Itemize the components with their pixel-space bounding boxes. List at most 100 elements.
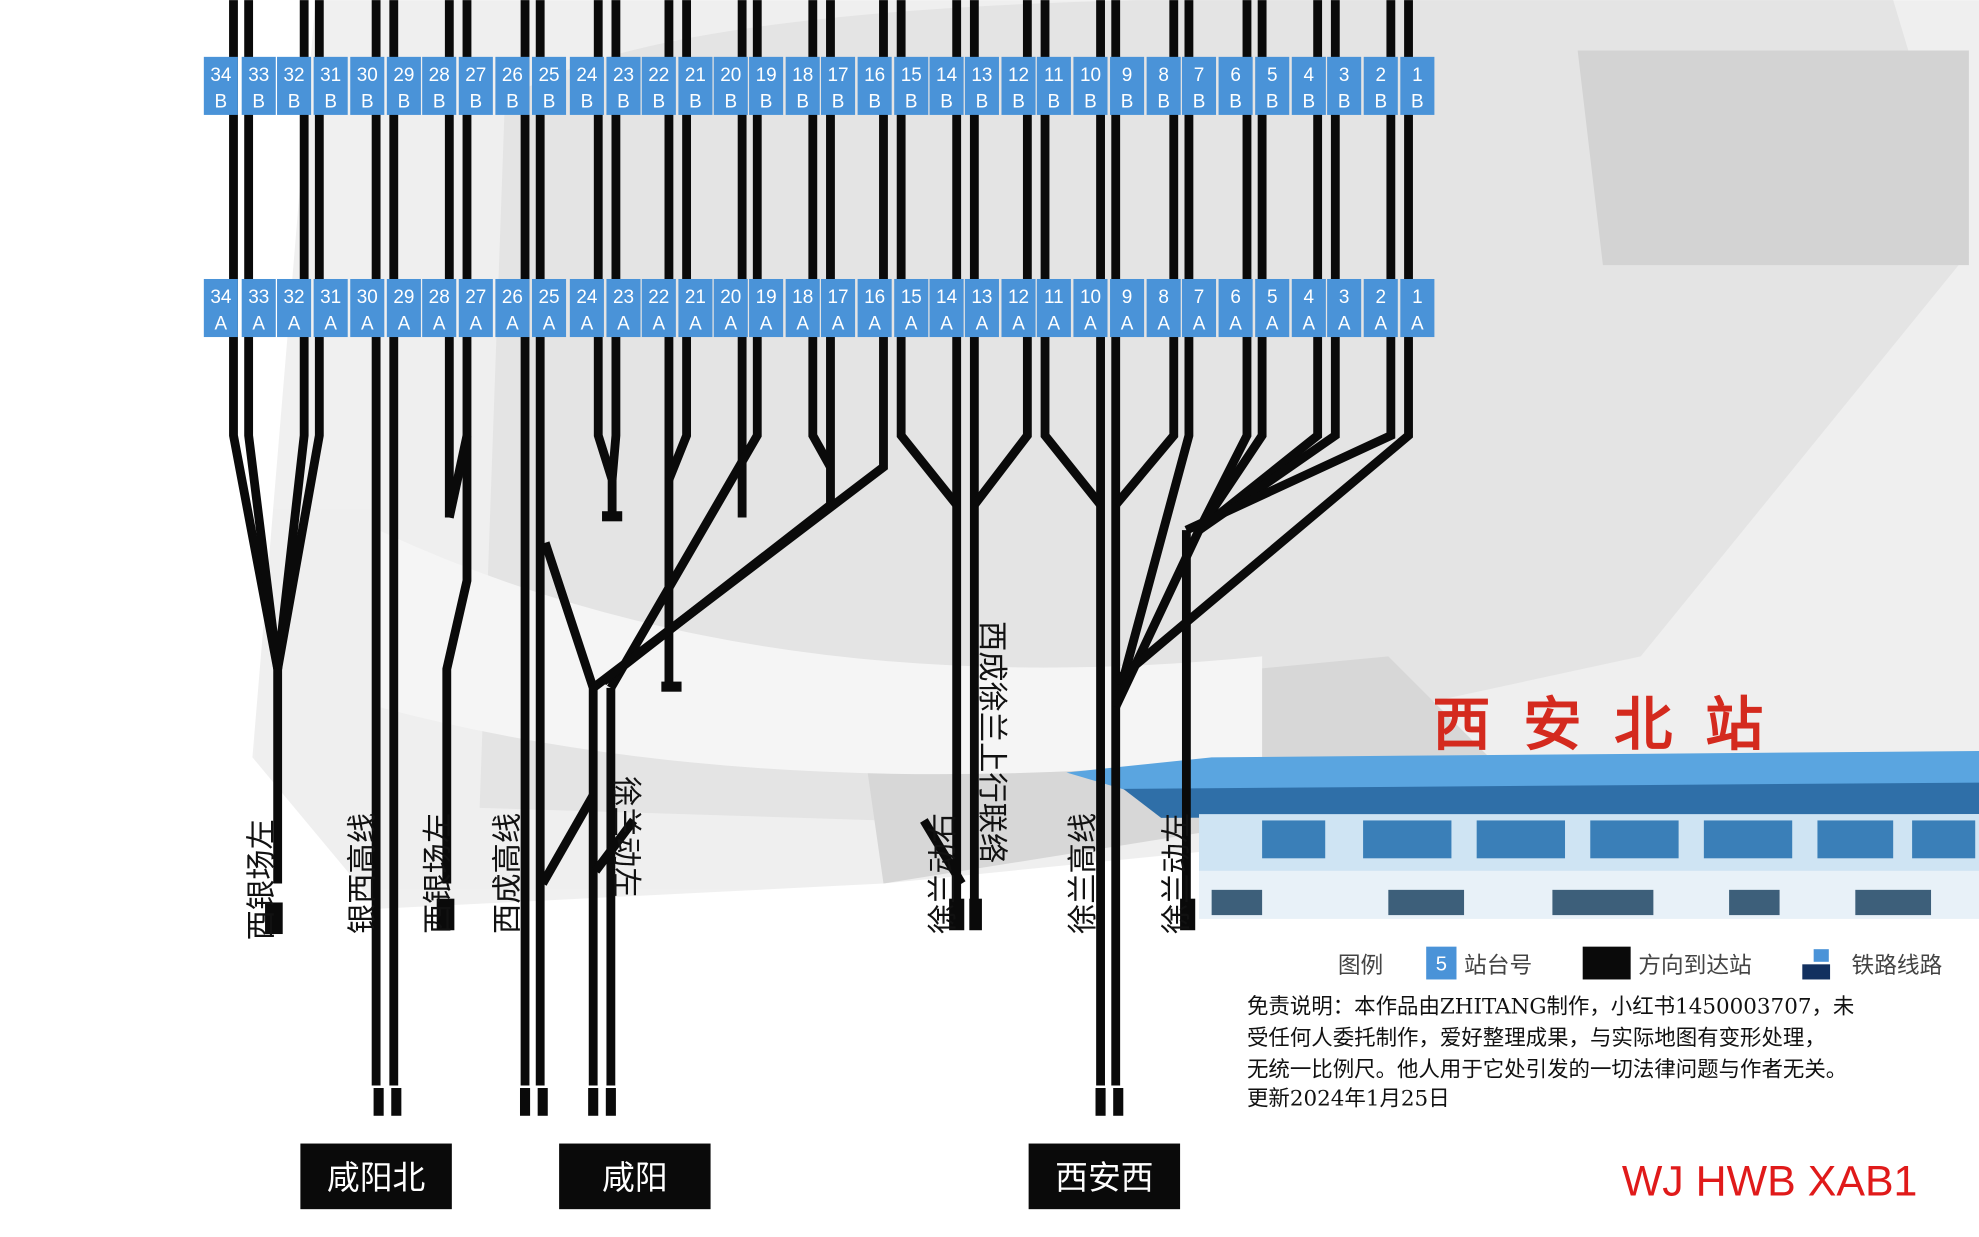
- platform-box: [1291, 56, 1326, 115]
- track-end-buffer: [373, 1088, 384, 1116]
- railway-track: [896, 0, 961, 508]
- disclaimer-line: 免责说明：本作品由ZHITANG制作，小红书1450003707，未: [1247, 995, 1854, 1020]
- platform-29b: 29B: [386, 56, 421, 115]
- platform-box: [785, 278, 820, 338]
- line-label: 徐兰高线: [1066, 813, 1101, 934]
- platform-box: [495, 278, 530, 338]
- platform-side: B: [1012, 91, 1025, 112]
- platform-side: B: [1084, 91, 1097, 112]
- legend-title: 图例: [1338, 953, 1383, 979]
- platform-side: A: [361, 313, 374, 334]
- platform-box: [1001, 56, 1036, 115]
- platform-25a: 25A: [531, 278, 567, 338]
- station-illustration: 西安北站: [1066, 690, 1979, 919]
- platform-23a: 23A: [606, 278, 641, 338]
- platform-number: 29: [393, 287, 414, 308]
- platform-number: 33: [248, 65, 269, 86]
- railway-track: [808, 0, 835, 470]
- railway-track: [607, 0, 621, 481]
- platform-22b: 22B: [641, 56, 676, 115]
- platform-number: 9: [1122, 65, 1133, 86]
- station-title: 西安北站: [1433, 690, 1796, 759]
- platform-4a: 4A: [1291, 278, 1326, 338]
- railway-track: [1112, 0, 1179, 508]
- platform-side: A: [1121, 313, 1134, 334]
- platform-box: [458, 278, 493, 338]
- railway-track: [273, 0, 309, 670]
- platform-number: 28: [429, 65, 450, 86]
- railway-track: [1195, 0, 1267, 533]
- platform-box: [203, 278, 238, 338]
- platform-22a: 22A: [641, 278, 676, 338]
- platform-box: [1146, 278, 1181, 338]
- platform-number: 2: [1375, 287, 1386, 308]
- platform-13b: 13B: [964, 56, 999, 115]
- platform-box: [241, 56, 276, 115]
- railway-track: [920, 818, 966, 886]
- platform-number: 30: [357, 287, 378, 308]
- platform-2b: 2B: [1363, 56, 1398, 115]
- platform-box: [964, 278, 999, 338]
- platform-side: B: [324, 91, 337, 112]
- railway-track: [273, 0, 324, 670]
- platform-number: 4: [1304, 287, 1315, 308]
- platform-box: [1400, 278, 1435, 338]
- track-end-buffer: [265, 902, 283, 935]
- platform-number: 12: [1008, 65, 1029, 86]
- platform-21a: 21A: [678, 278, 713, 338]
- platform-box: [313, 278, 348, 338]
- platform-box: [749, 56, 784, 115]
- platform-number: 24: [576, 287, 597, 308]
- platform-side: B: [361, 91, 374, 112]
- platform-number: 20: [720, 287, 741, 308]
- platform-6a: 6A: [1218, 278, 1253, 338]
- platform-side: B: [689, 91, 702, 112]
- platform-number: 13: [971, 287, 992, 308]
- railway-track: [590, 0, 888, 692]
- platform-3b: 3B: [1327, 56, 1362, 115]
- platform-box: [641, 56, 676, 115]
- platform-number: 33: [248, 287, 269, 308]
- platform-number: 22: [648, 287, 669, 308]
- platform-box: [713, 278, 748, 338]
- platform-number: 19: [756, 65, 777, 86]
- platform-box: [531, 278, 567, 338]
- track-end-buffer: [949, 898, 965, 931]
- platform-17b: 17B: [821, 56, 856, 115]
- platform-side: B: [1374, 91, 1387, 112]
- track-end-buffer: [1180, 898, 1196, 931]
- platform-11a: 11A: [1036, 278, 1071, 338]
- platform-side: B: [1193, 91, 1206, 112]
- platform-side: A: [832, 313, 845, 334]
- platform-number: 4: [1304, 65, 1315, 86]
- platform-number: 21: [685, 287, 706, 308]
- platform-number: 9: [1122, 287, 1133, 308]
- platform-side: A: [433, 313, 446, 334]
- platform-box: [350, 278, 385, 338]
- platform-8b: 8B: [1146, 56, 1181, 115]
- platform-number: 17: [828, 65, 849, 86]
- platform-number: 15: [901, 287, 922, 308]
- platform-2a: 2A: [1363, 278, 1398, 338]
- platform-number: 26: [502, 65, 523, 86]
- platform-number: 14: [936, 287, 957, 308]
- platform-box: [678, 56, 713, 115]
- platform-number: 12: [1008, 287, 1029, 308]
- platform-box: [1036, 56, 1071, 115]
- platform-number: 16: [864, 287, 885, 308]
- platform-7b: 7B: [1181, 56, 1217, 115]
- platform-side: B: [288, 91, 301, 112]
- platform-box: [422, 56, 457, 115]
- platform-14b: 14B: [929, 56, 964, 115]
- platform-number: 30: [357, 65, 378, 86]
- platform-number: 10: [1080, 65, 1101, 86]
- platform-side: A: [543, 313, 556, 334]
- platform-side: B: [832, 91, 845, 112]
- platform-32a: 32A: [277, 278, 312, 338]
- platform-11b: 11B: [1036, 56, 1071, 115]
- platform-box: [1036, 278, 1071, 338]
- platform-side: A: [1374, 313, 1387, 334]
- platform-16a: 16A: [857, 278, 892, 338]
- platform-box: [1400, 56, 1435, 115]
- platform-21b: 21B: [678, 56, 713, 115]
